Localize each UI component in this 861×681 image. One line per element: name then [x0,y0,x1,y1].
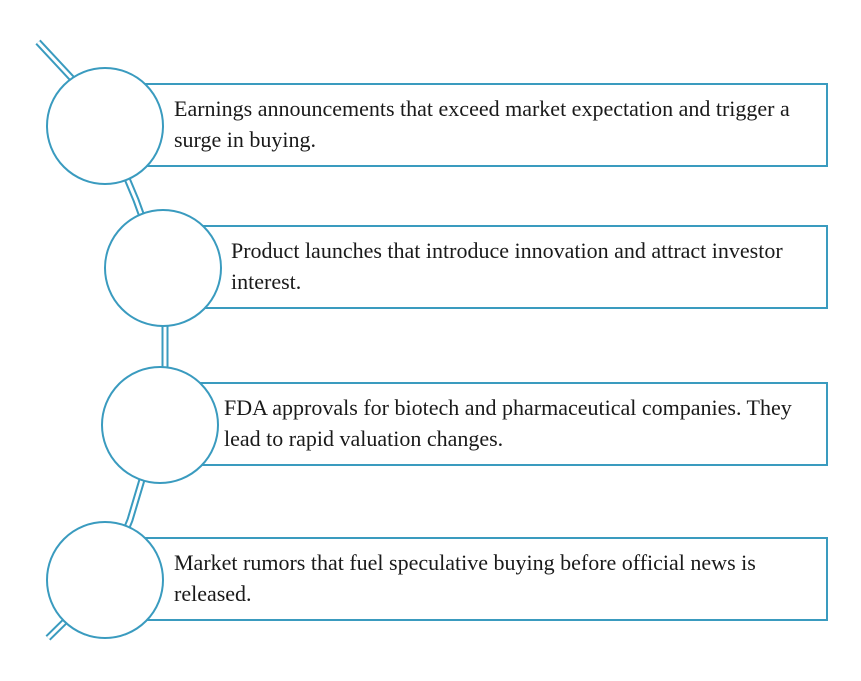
timeline-text-3: FDA approvals for biotech and pharmaceut… [224,395,792,451]
timeline-text-2: Product launches that introduce innovati… [231,238,783,294]
timeline-node-1 [46,67,164,185]
timeline-text-1: Earnings announcements that exceed marke… [174,96,790,152]
timeline-node-2 [104,209,222,327]
timeline-text-4: Market rumors that fuel speculative buyi… [174,550,756,606]
timeline-box-2: Product launches that introduce innovati… [194,225,828,309]
timeline-node-3 [101,366,219,484]
timeline-box-4: Market rumors that fuel speculative buyi… [134,537,828,621]
timeline-box-1: Earnings announcements that exceed marke… [134,83,828,167]
timeline-box-3: FDA approvals for biotech and pharmaceut… [190,382,828,466]
timeline-node-4 [46,521,164,639]
